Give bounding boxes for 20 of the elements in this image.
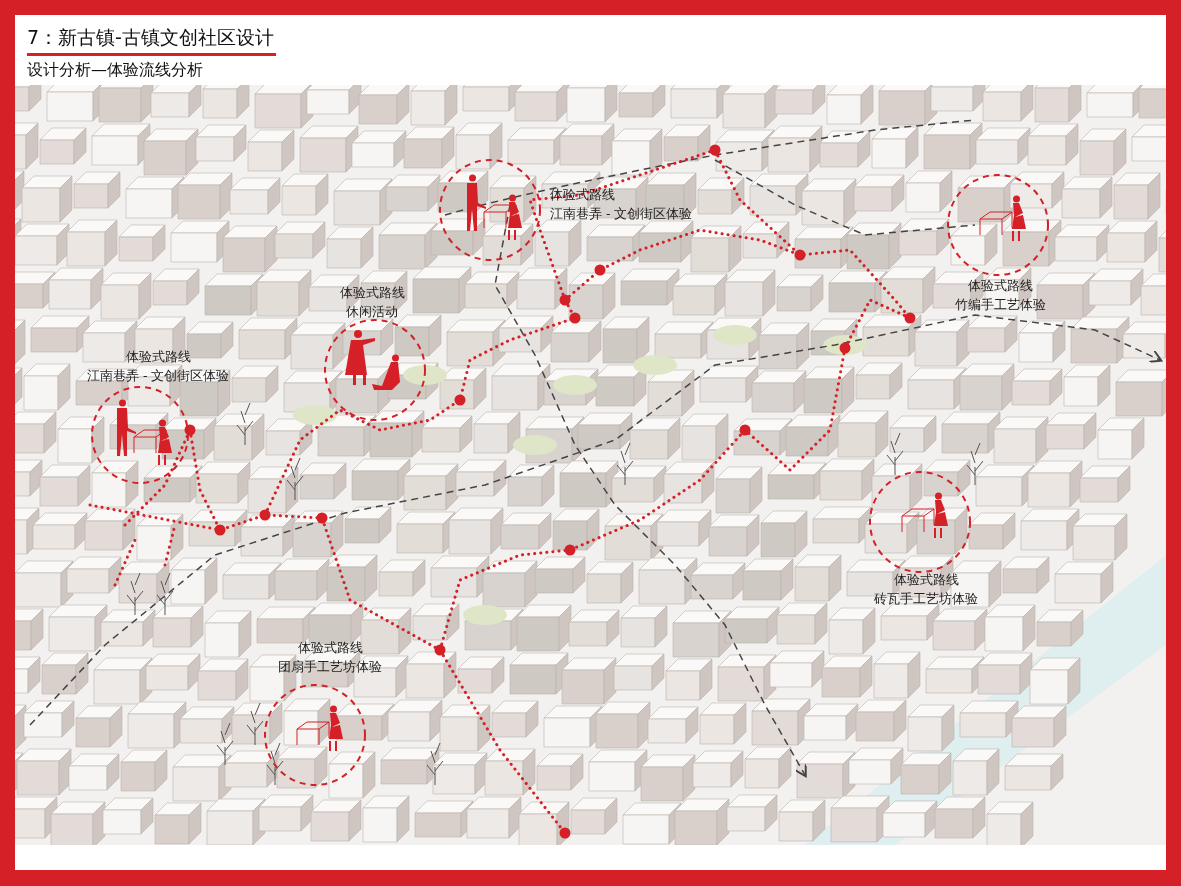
dashed-circle-picture	[868, 470, 972, 574]
route-description: 江南巷弄 - 文创街区体验	[550, 206, 693, 222]
route-title: 体验式路线	[125, 349, 191, 365]
route-description: 江南巷弄 - 文创街区体验	[87, 368, 230, 384]
route-title: 体验式路线	[967, 278, 1033, 294]
dashed-circle-picture	[263, 683, 367, 787]
title: 7：新古镇-古镇文创社区设计	[27, 25, 276, 56]
route-title: 体验式路线	[550, 187, 615, 203]
subtitle: 设计分析—体验流线分析	[27, 60, 203, 81]
dashed-circle-picture	[946, 173, 1050, 277]
route-title: 体验式路线	[339, 285, 405, 301]
dashed-circle-picture	[90, 385, 190, 485]
route-description: 团扇手工艺坊体验	[278, 659, 382, 675]
dashed-circle-picture	[438, 158, 542, 262]
route-title: 体验式路线	[893, 572, 959, 588]
route-title: 体验式路线	[297, 640, 363, 656]
dashed-circle-picture	[323, 318, 427, 422]
route-description: 竹编手工艺体验	[954, 297, 1046, 313]
route-description: 休闲活动	[346, 304, 398, 320]
route-description: 砖瓦手工艺坊体验	[874, 591, 978, 607]
